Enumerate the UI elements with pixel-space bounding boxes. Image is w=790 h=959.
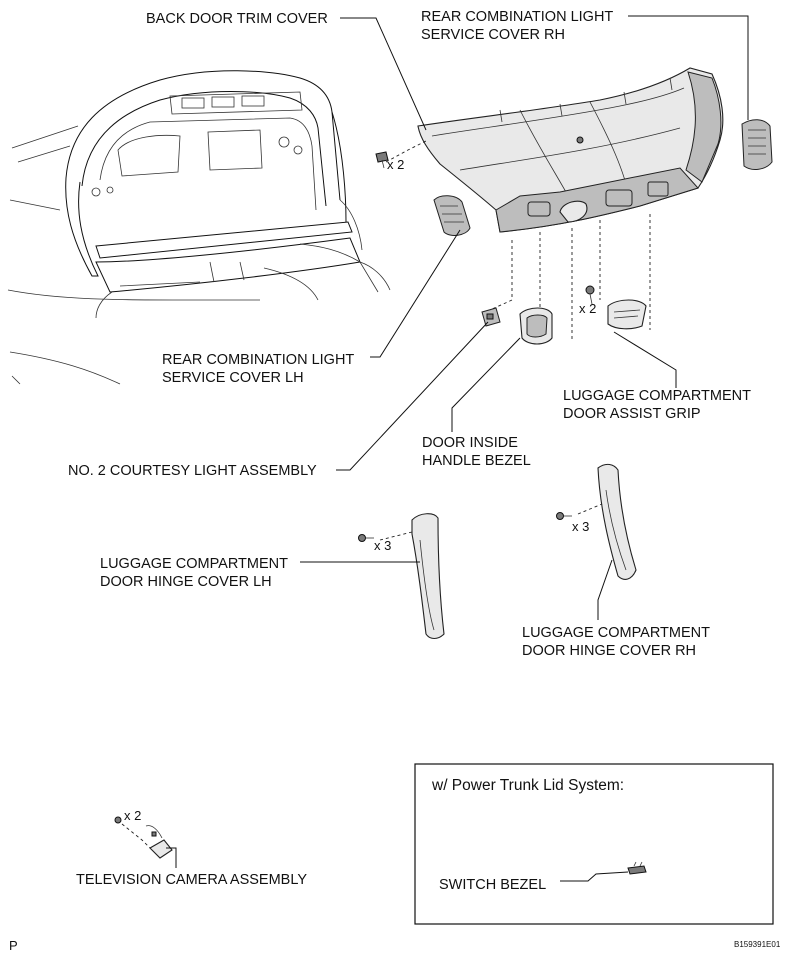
label-switch-bezel: SWITCH BEZEL [439,877,546,893]
label-rear-light-cover-lh-line2: SERVICE COVER LH [162,370,304,386]
qty-trim-clips: x 2 [387,157,404,172]
alignment-lines [385,139,651,340]
qty-hinge-lh-clips: x 3 [374,538,391,553]
door-hinge-cover-lh [358,513,445,640]
switch-bezel-part [627,861,647,875]
label-tv-camera: TELEVISION CAMERA ASSEMBLY [76,872,307,888]
label-hinge-cover-rh-line1: LUGGAGE COMPARTMENT [522,625,710,641]
luggage-door-assist-grip [607,299,647,330]
label-rear-light-cover-lh-line1: REAR COMBINATION LIGHT [162,352,354,368]
label-handle-bezel-line2: HANDLE BEZEL [422,453,531,469]
label-assist-grip-line2: DOOR ASSIST GRIP [563,406,701,422]
qty-camera-screws: x 2 [124,808,141,823]
quantity-labels: x 2 x 2 x 3 x 3 x 2 [124,157,596,823]
label-hinge-cover-lh-line1: LUGGAGE COMPARTMENT [100,556,288,572]
label-handle-bezel-line1: DOOR INSIDE [422,435,518,451]
figure-code: B159391E01 [734,940,781,949]
assist-grip-screw [585,285,595,305]
label-assist-grip-line1: LUGGAGE COMPARTMENT [563,388,751,404]
callout-labels: BACK DOOR TRIM COVER REAR COMBINATION LI… [68,9,751,893]
back-door-trim-cover [417,67,724,233]
courtesy-light-assembly [481,307,501,327]
vehicle-trunk-illustration [7,70,391,385]
qty-grip-screws: x 2 [579,301,596,316]
inset-title: w/ Power Trunk Lid System: [431,777,624,794]
qty-hinge-rh-clips: x 3 [572,519,589,534]
rear-light-service-cover-lh [433,195,471,236]
label-hinge-cover-lh-line2: DOOR HINGE COVER LH [100,574,272,590]
corner-mark: P [9,938,18,953]
label-rear-light-cover-rh-line2: SERVICE COVER RH [421,27,565,43]
door-inside-handle-bezel [519,307,553,345]
trim-cover-clip [375,151,389,169]
rear-light-service-cover-rh [741,119,773,170]
television-camera-assembly [114,816,173,859]
leader-lines [166,15,749,882]
label-hinge-cover-rh-line2: DOOR HINGE COVER RH [522,643,696,659]
label-rear-light-cover-rh-line1: REAR COMBINATION LIGHT [421,9,613,25]
door-hinge-cover-rh [556,463,637,580]
label-courtesy-light: NO. 2 COURTESY LIGHT ASSEMBLY [68,463,317,479]
label-back-door-trim-cover: BACK DOOR TRIM COVER [146,11,328,27]
inset-frame [414,763,774,925]
